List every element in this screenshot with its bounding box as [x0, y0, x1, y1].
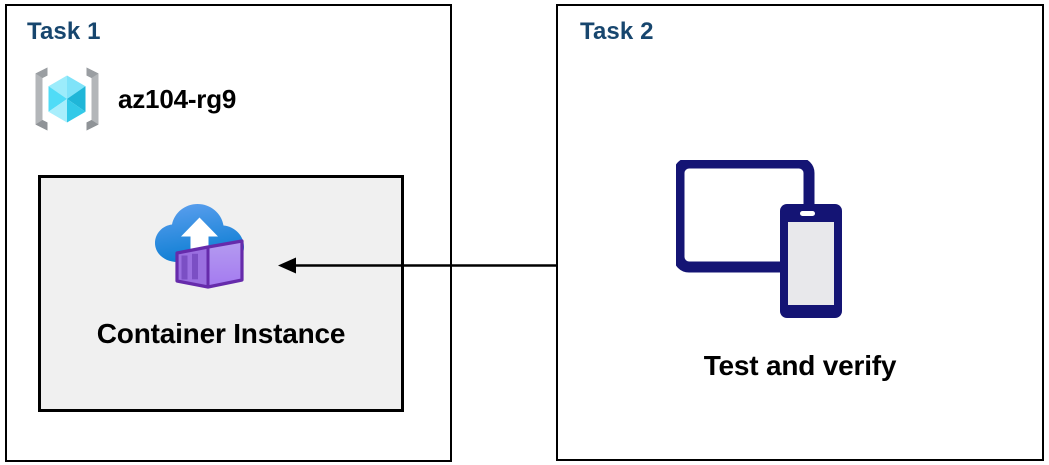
tablet-and-phone-icon — [676, 160, 842, 318]
devices-label: Test and verify — [703, 350, 897, 381]
container-instance-box: Container Instance — [38, 175, 404, 412]
azure-resource-group-icon — [35, 67, 99, 131]
resource-group-label: az104-rg9 — [118, 83, 237, 114]
resource-group-row: az104-rg9 — [30, 62, 236, 136]
azure-container-instance-icon — [155, 204, 244, 289]
task-1-title: Task 1 — [27, 18, 101, 45]
container-instance-label: Container Instance — [96, 318, 346, 349]
task-2-title: Task 2 — [580, 18, 654, 45]
